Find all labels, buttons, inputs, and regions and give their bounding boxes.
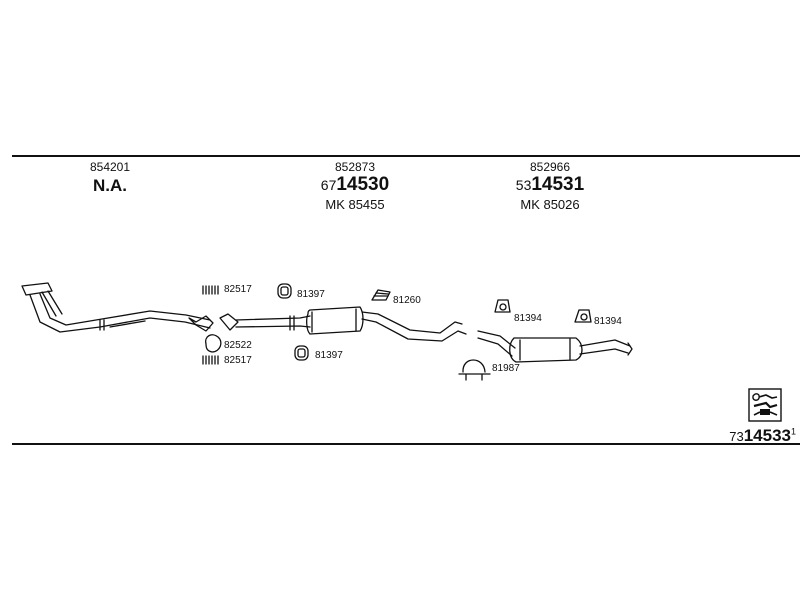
column-1-ref: 854201 [89, 160, 131, 174]
footer-part-number: 73145331 [729, 426, 796, 446]
column-2-mk: MK 85455 [325, 197, 385, 212]
column-2-ref: 852873 [334, 160, 376, 174]
column-3-part-number: 14531 [531, 174, 585, 195]
column-2-part-number: 14530 [336, 174, 390, 195]
part-label-81397-top: 81397 [297, 289, 325, 300]
center-pipe [219, 306, 467, 342]
column-3-number: 5314531 [470, 174, 630, 196]
front-clamps [202, 285, 222, 365]
part-label-82517-top: 82517 [224, 284, 252, 295]
part-label-81987: 81987 [492, 363, 520, 374]
center-mounts [277, 283, 391, 361]
part-label-82517-bottom: 82517 [224, 355, 252, 366]
rear-mounts [458, 299, 592, 381]
column-3-mk: MK 85026 [520, 197, 580, 212]
bottom-divider [12, 443, 800, 445]
exhaust-system-icon [748, 388, 782, 422]
part-label-81394-left: 81394 [514, 313, 542, 324]
part-label-81397-bottom: 81397 [315, 350, 343, 361]
column-2-number: 6714530 [275, 174, 435, 196]
column-1-main: N.A. [93, 176, 127, 195]
top-divider [12, 155, 800, 157]
footer-number: 14533 [743, 426, 791, 445]
column-3-prefix: 53 [515, 177, 532, 193]
column-2-prefix: 67 [320, 177, 337, 193]
column-3: 852966 5314531 MK 85026 [470, 160, 630, 212]
part-label-82522: 82522 [224, 340, 252, 351]
column-3-ref: 852966 [529, 160, 571, 174]
footer-suffix: 1 [790, 426, 796, 437]
front-pipe [21, 282, 214, 333]
part-label-81394-right: 81394 [594, 316, 622, 327]
part-label-81260: 81260 [393, 295, 421, 306]
rear-section [477, 330, 633, 363]
footer-prefix: 73 [729, 429, 744, 444]
column-1: 854201 N.A. [30, 160, 190, 196]
column-2: 852873 6714530 MK 85455 [275, 160, 435, 212]
